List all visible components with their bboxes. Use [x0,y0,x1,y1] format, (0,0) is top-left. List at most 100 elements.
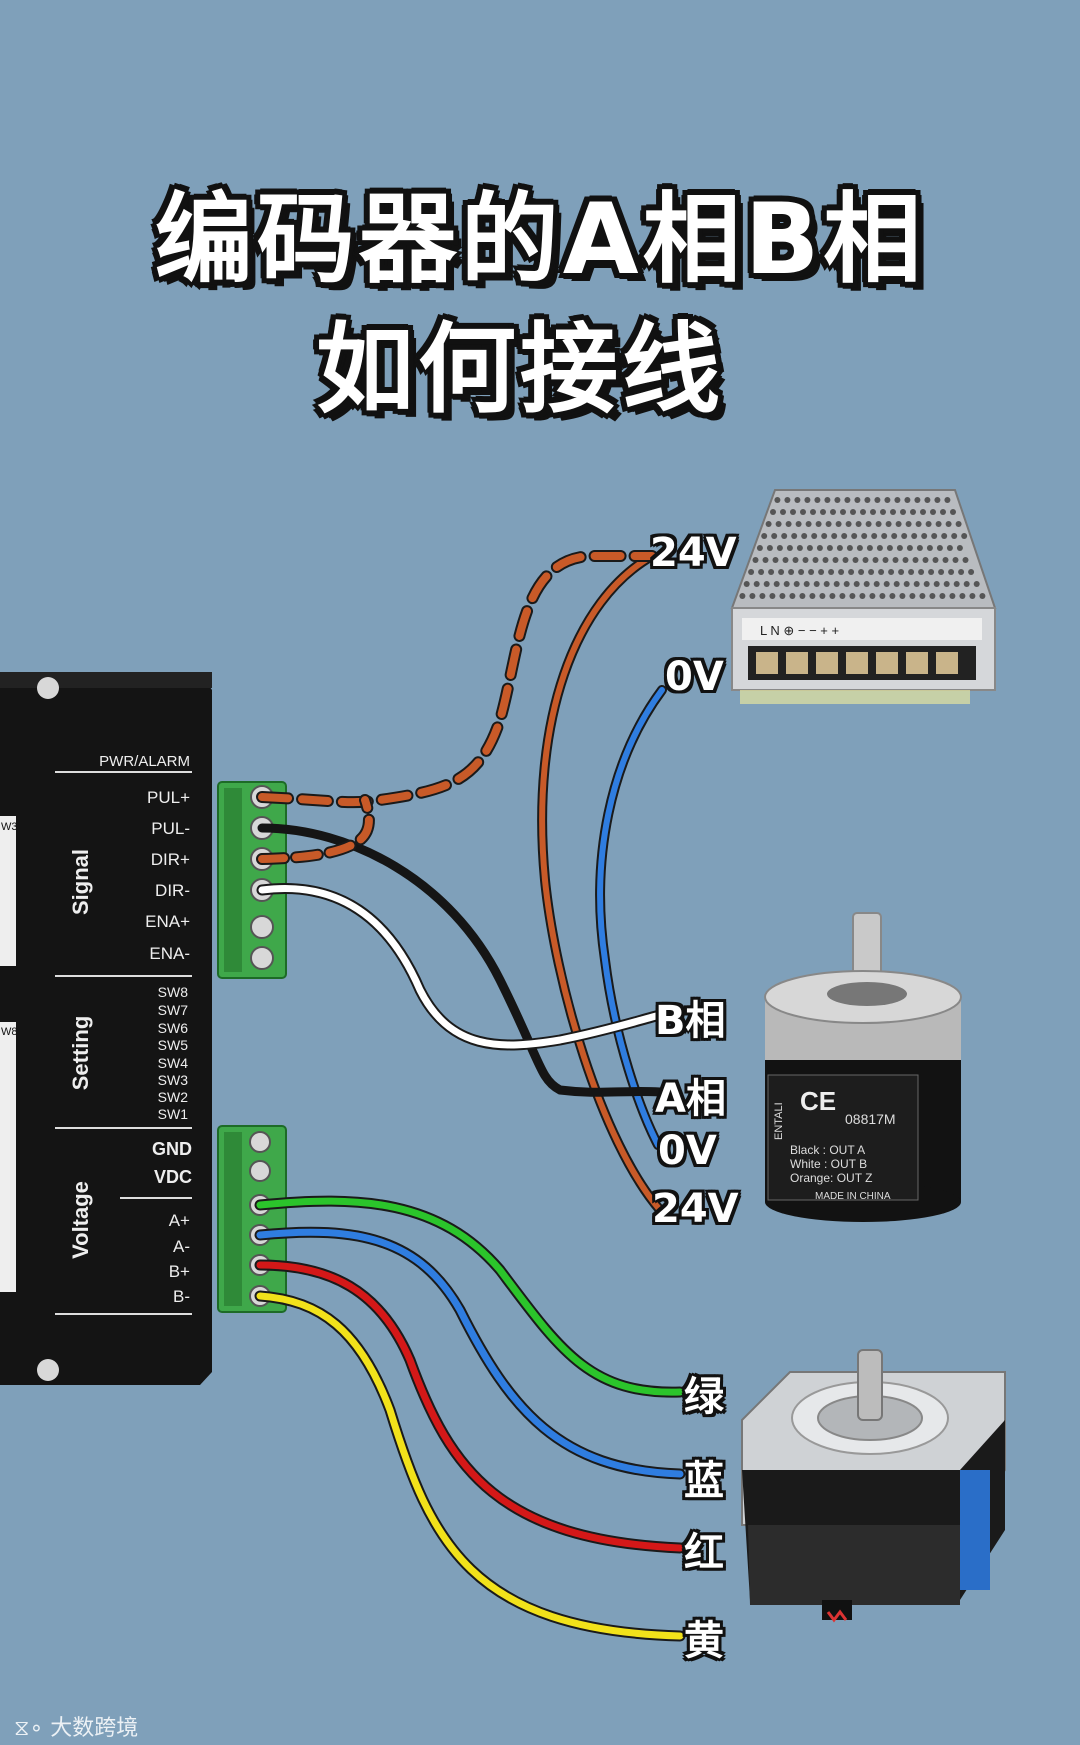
vent-hole [903,581,910,587]
vent-hole [839,593,846,599]
vent-hole [739,593,746,599]
vent-hole [888,569,895,575]
vent-hole [820,509,826,515]
vent-hole [813,581,820,587]
stepper-motor-image [741,1349,1006,1623]
vent-hole [870,509,876,515]
vent-hole [752,557,759,563]
label-b-phase: B相 [655,998,726,1044]
vent-hole [795,521,802,527]
encoder-brand: ENTALI [773,1102,785,1140]
vent-hole [894,497,901,503]
encoder-wiring-row-1: Black : OUT A [790,1143,865,1157]
vent-hole [941,533,948,539]
power-terminal-block [217,1125,287,1313]
title-line-2: 如何接线 [315,313,724,427]
vent-hole [979,593,986,599]
vent-hole [925,521,932,527]
vent-hole [838,569,845,575]
signal-terminal-block [217,781,287,979]
vent-hole [819,593,826,599]
watermark: ⧖∘ 大数跨境 [14,1710,138,1742]
vent-hole [961,533,968,539]
vent-hole [856,545,863,551]
vent-hole [863,581,870,587]
vent-hole [865,521,872,527]
vent-hole [809,593,816,599]
vent-hole [912,557,919,563]
terminal-screw-vdc [249,1160,271,1182]
vent-hole [948,569,955,575]
encoder-ce-mark: CE [800,1086,836,1116]
vent-hole [926,545,933,551]
power-supply-terminal-text: L N ⊕ − − + + [760,623,839,638]
vent-hole [845,521,852,527]
power-supply-image: L N ⊕ − − + + [730,489,997,704]
vent-hole [876,545,883,551]
voltage-section-title: Voltage [68,1181,93,1259]
vent-hole [911,533,918,539]
terminal-screw-gnd [249,1131,271,1153]
vent-hole [769,593,776,599]
vent-hole [778,569,785,575]
vent-hole [805,521,812,527]
mount-hole-bottom [37,1359,59,1381]
vent-hole [968,569,975,575]
vent-hole [790,509,796,515]
vent-hole [804,497,811,503]
vent-hole [851,533,858,539]
vent-hole [949,593,956,599]
vent-hole [905,521,912,527]
switch-label-sw7: SW7 [158,1002,189,1018]
switch-label-sw8: SW8 [158,984,189,1000]
vent-hole [799,593,806,599]
vent-hole [785,521,792,527]
vent-hole [766,545,773,551]
vent-hole [879,593,886,599]
vent-hole [932,557,939,563]
vent-hole [969,593,976,599]
vent-hole [869,593,876,599]
vent-hole [913,581,920,587]
vent-hole [848,569,855,575]
setting-section-title: Setting [68,1016,93,1091]
vent-hole [823,581,830,587]
vent-hole [973,581,980,587]
wire-orange-dashed-dir-plus [256,794,375,865]
vent-hole [772,557,779,563]
vent-hole [806,545,813,551]
vent-hole [743,581,750,587]
vent-hole [801,533,808,539]
vent-hole [824,497,831,503]
vent-hole [786,545,793,551]
vent-hole [963,581,970,587]
vent-hole [780,509,786,515]
vent-hole [884,497,891,503]
vent-hole [874,497,881,503]
vent-hole [833,581,840,587]
vent-hole [959,593,966,599]
vent-hole [953,581,960,587]
vent-hole [906,545,913,551]
vent-hole [921,533,928,539]
vent-hole [864,497,871,503]
vent-hole [835,521,842,527]
switch-label-sw5: SW5 [158,1037,189,1053]
vent-hole [872,557,879,563]
vent-hole [842,557,849,563]
vent-hole [898,569,905,575]
label-wire-yellow: 黄 [684,1618,724,1664]
pin-label-pul-minus: PUL- [151,819,190,838]
vent-hole [815,521,822,527]
encoder-wiring-row-3: Orange: OUT Z [790,1171,872,1185]
vent-hole [781,533,788,539]
side-label-1: W3 [1,821,18,833]
label-supply-24v: 24V [650,530,737,576]
vent-hole [868,569,875,575]
vent-hole [759,593,766,599]
mount-hole-top [37,677,59,699]
pin-label-ena-minus: ENA- [149,944,190,963]
switch-label-sw4: SW4 [158,1055,189,1071]
vent-hole [783,581,790,587]
vent-hole [832,557,839,563]
